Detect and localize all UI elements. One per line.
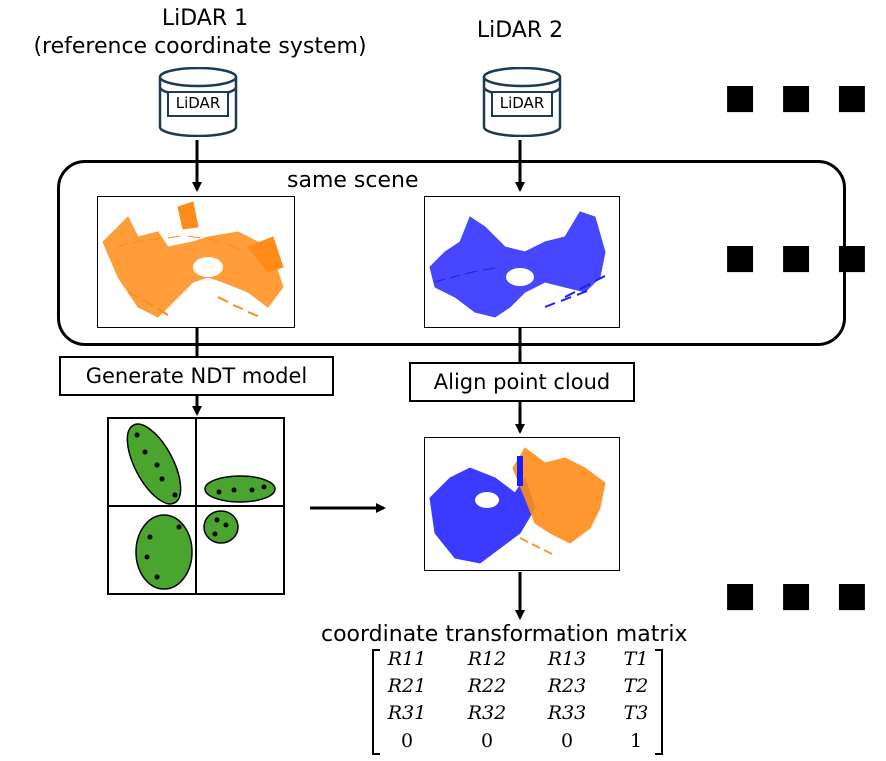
ellipsis-row-3: ■ ■ ■: [724, 575, 875, 615]
matrix-cell: T2: [623, 675, 649, 697]
matrix-cell: R23: [547, 675, 587, 697]
matrix-cell: R33: [547, 702, 587, 724]
align-point-cloud-box: Align point cloud: [409, 362, 635, 402]
lidar2-database-icon: LiDAR: [482, 67, 562, 137]
matrix-cell: R22: [467, 675, 507, 697]
matrix-cell: T3: [623, 702, 649, 724]
lidar1-point-cloud-image: [97, 196, 295, 328]
matrix-cell: R11: [387, 648, 427, 670]
aligned-point-cloud-image: [424, 437, 620, 571]
matrix-cell: 0: [400, 730, 414, 752]
matrix-cell: T1: [623, 648, 649, 670]
matrix-cell: 0: [560, 730, 574, 752]
matrix-cell: 1: [629, 730, 643, 752]
ndt-grid-diagram: [107, 417, 285, 595]
matrix-cell: R12: [467, 648, 507, 670]
same-scene-container: [57, 160, 846, 346]
lidar2-title: LiDAR 2: [476, 18, 564, 43]
ellipsis-row-1: ■ ■ ■: [724, 77, 875, 117]
generate-ndt-model-box: Generate NDT model: [59, 356, 334, 396]
ellipsis-row-2: ■ ■ ■: [724, 237, 875, 277]
matrix-title: coordinate transformation matrix: [321, 622, 688, 647]
matrix-cell: R13: [547, 648, 587, 670]
matrix-cell: R32: [467, 702, 507, 724]
lidar1-database-icon: LiDAR: [158, 67, 238, 137]
lidar1-db-label: LiDAR: [175, 94, 221, 112]
lidar1-title: LiDAR 1: [161, 6, 249, 31]
lidar2-point-cloud-image: [424, 196, 620, 328]
matrix-cell: R31: [387, 702, 427, 724]
lidar1-subtitle: (reference coordinate system): [33, 34, 367, 59]
matrix-cell: R21: [387, 675, 427, 697]
matrix-cell: 0: [480, 730, 494, 752]
lidar2-db-label: LiDAR: [499, 94, 545, 112]
same-scene-label: same scene: [287, 168, 419, 193]
